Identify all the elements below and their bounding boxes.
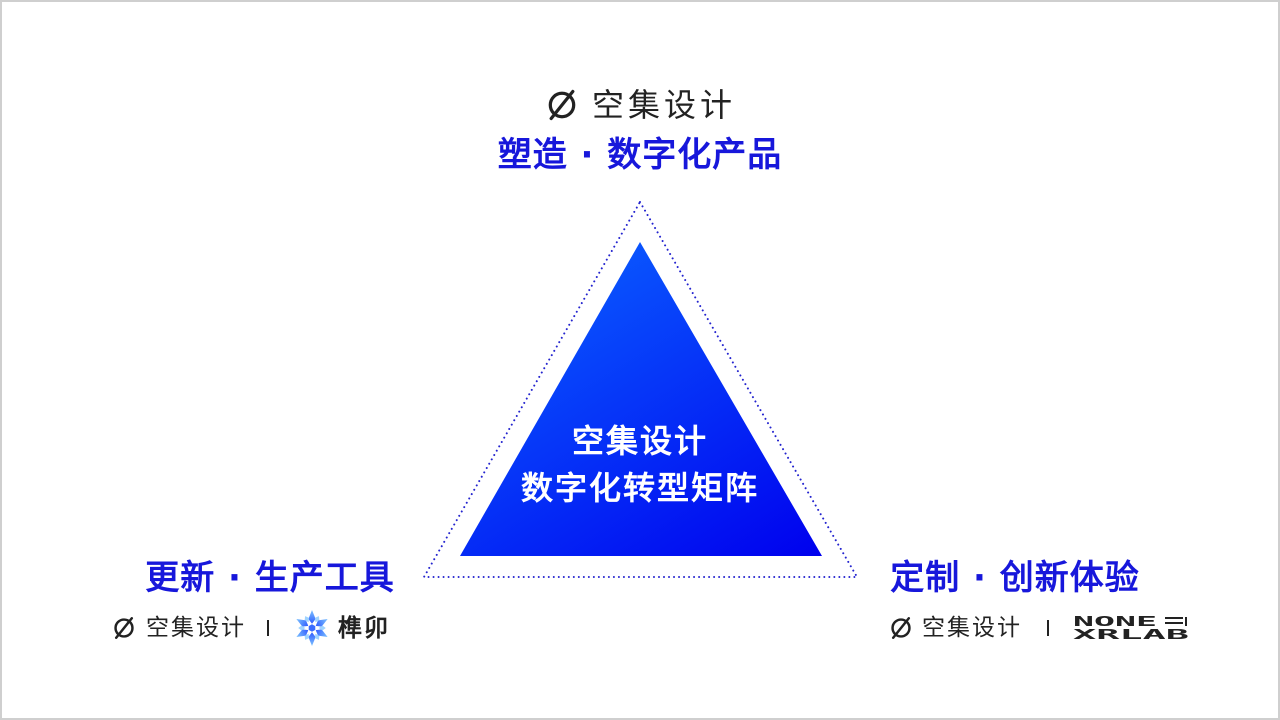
empty-set-icon <box>114 617 134 639</box>
xrlab-logo-mark <box>1165 617 1187 626</box>
top-brand-name: 空集设计 <box>591 86 736 124</box>
center-title-line1: 空集设计 <box>571 422 708 460</box>
logo-divider <box>267 620 269 636</box>
right-logo-row: 空集设计 NONE XRLAB <box>888 608 1189 648</box>
xrlab-partner-logo: NONE XRLAB <box>1073 615 1189 641</box>
snowflake-icon <box>296 609 328 647</box>
left-logo-row: 空集设计 <box>111 608 390 648</box>
right-vertex-title: 定制 · 创新体验 <box>890 558 1140 598</box>
center-title-line2: 数字化转型矩阵 <box>520 469 759 507</box>
xrlab-logo-line2: XRLAB <box>1073 628 1189 641</box>
xrlab-logo-line1: NONE <box>1073 615 1157 630</box>
top-brand-logo: 空集设计 <box>0 85 1280 125</box>
inner-gradient-triangle <box>460 242 822 556</box>
left-vertex-title: 更新 · 生产工具 <box>145 558 395 598</box>
left-partner-name: 榫卯 <box>338 614 390 642</box>
outer-dotted-triangle <box>422 199 859 578</box>
left-brand-name: 空集设计 <box>146 615 246 641</box>
top-vertex-title: 塑造 · 数字化产品 <box>497 135 783 175</box>
empty-set-icon <box>548 89 576 121</box>
empty-set-icon <box>891 617 911 639</box>
right-brand-name: 空集设计 <box>922 615 1022 641</box>
logo-divider <box>1047 620 1049 636</box>
